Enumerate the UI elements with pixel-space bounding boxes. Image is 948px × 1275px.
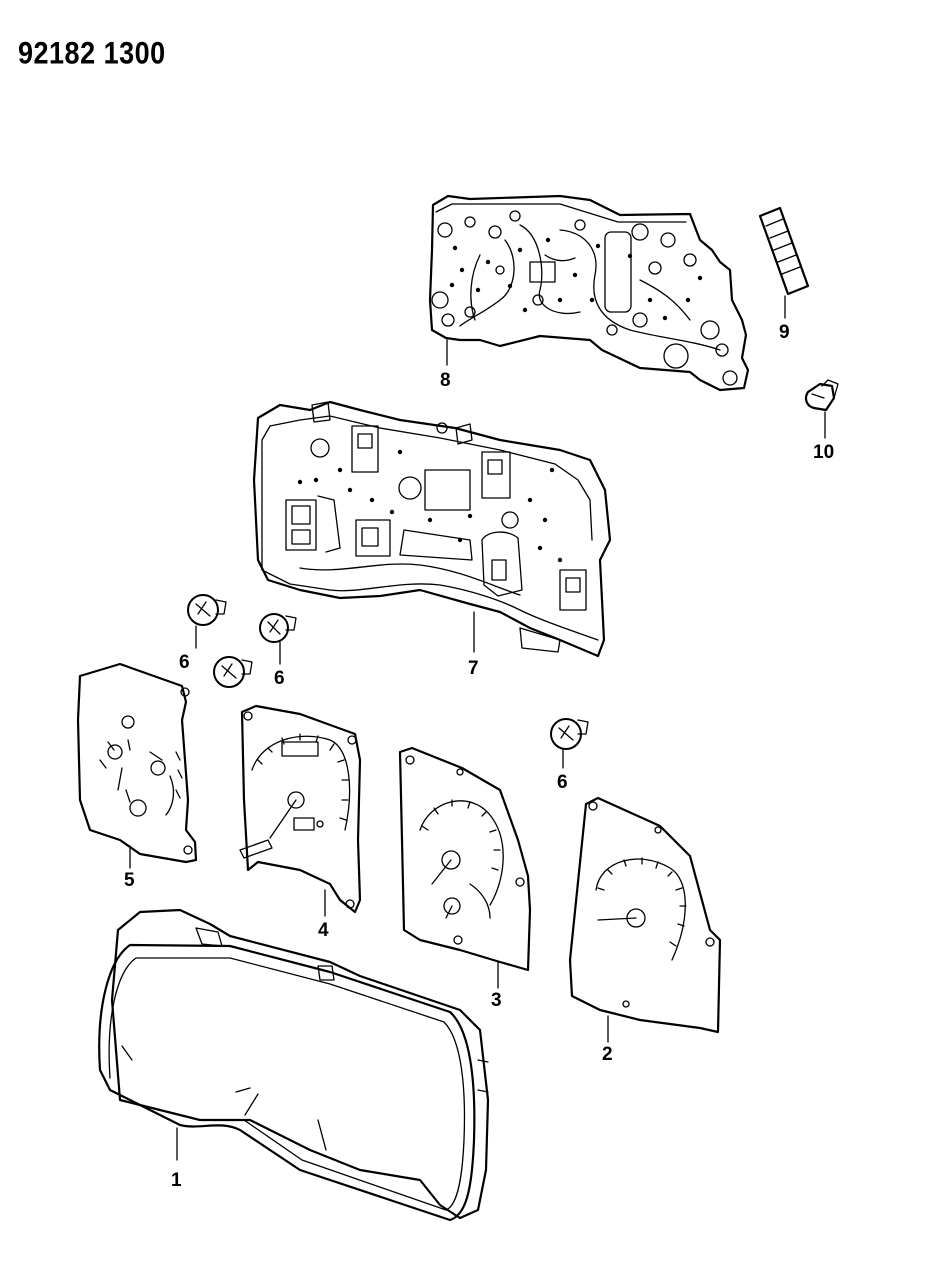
callout-7: 7 (468, 658, 479, 679)
callout-8: 8 (440, 370, 451, 391)
part-3-gauge-face-plate (398, 746, 532, 989)
callout-6-right: 6 (557, 772, 568, 793)
callout-10: 10 (813, 442, 834, 463)
callout-4: 4 (318, 920, 329, 941)
callout-5: 5 (124, 870, 135, 891)
callout-2: 2 (602, 1044, 613, 1065)
callout-1: 1 (171, 1170, 182, 1191)
part-5-gauge-face-plate (76, 662, 198, 869)
part-7-cluster-housing (252, 400, 612, 658)
part-9-connector-label (758, 206, 810, 319)
diagram-code: 92182 1300 (18, 35, 166, 71)
part-4-gauge-face-plate (239, 704, 362, 917)
part-1-lens (98, 908, 490, 1222)
part-6-lamp-socket-c (259, 613, 297, 665)
callout-3: 3 (491, 990, 502, 1011)
part-6-lamp-socket-d (550, 718, 589, 769)
part-10-bulb (804, 379, 839, 439)
part-6-lamp-socket-a (187, 594, 227, 649)
callout-6-left: 6 (179, 652, 190, 673)
part-2-gauge-face-plate (568, 796, 722, 1043)
part-8-circuit-board (428, 194, 750, 392)
callout-9: 9 (779, 322, 790, 343)
part-6-lamp-socket-b (213, 656, 253, 688)
callout-6-center: 6 (274, 668, 285, 689)
